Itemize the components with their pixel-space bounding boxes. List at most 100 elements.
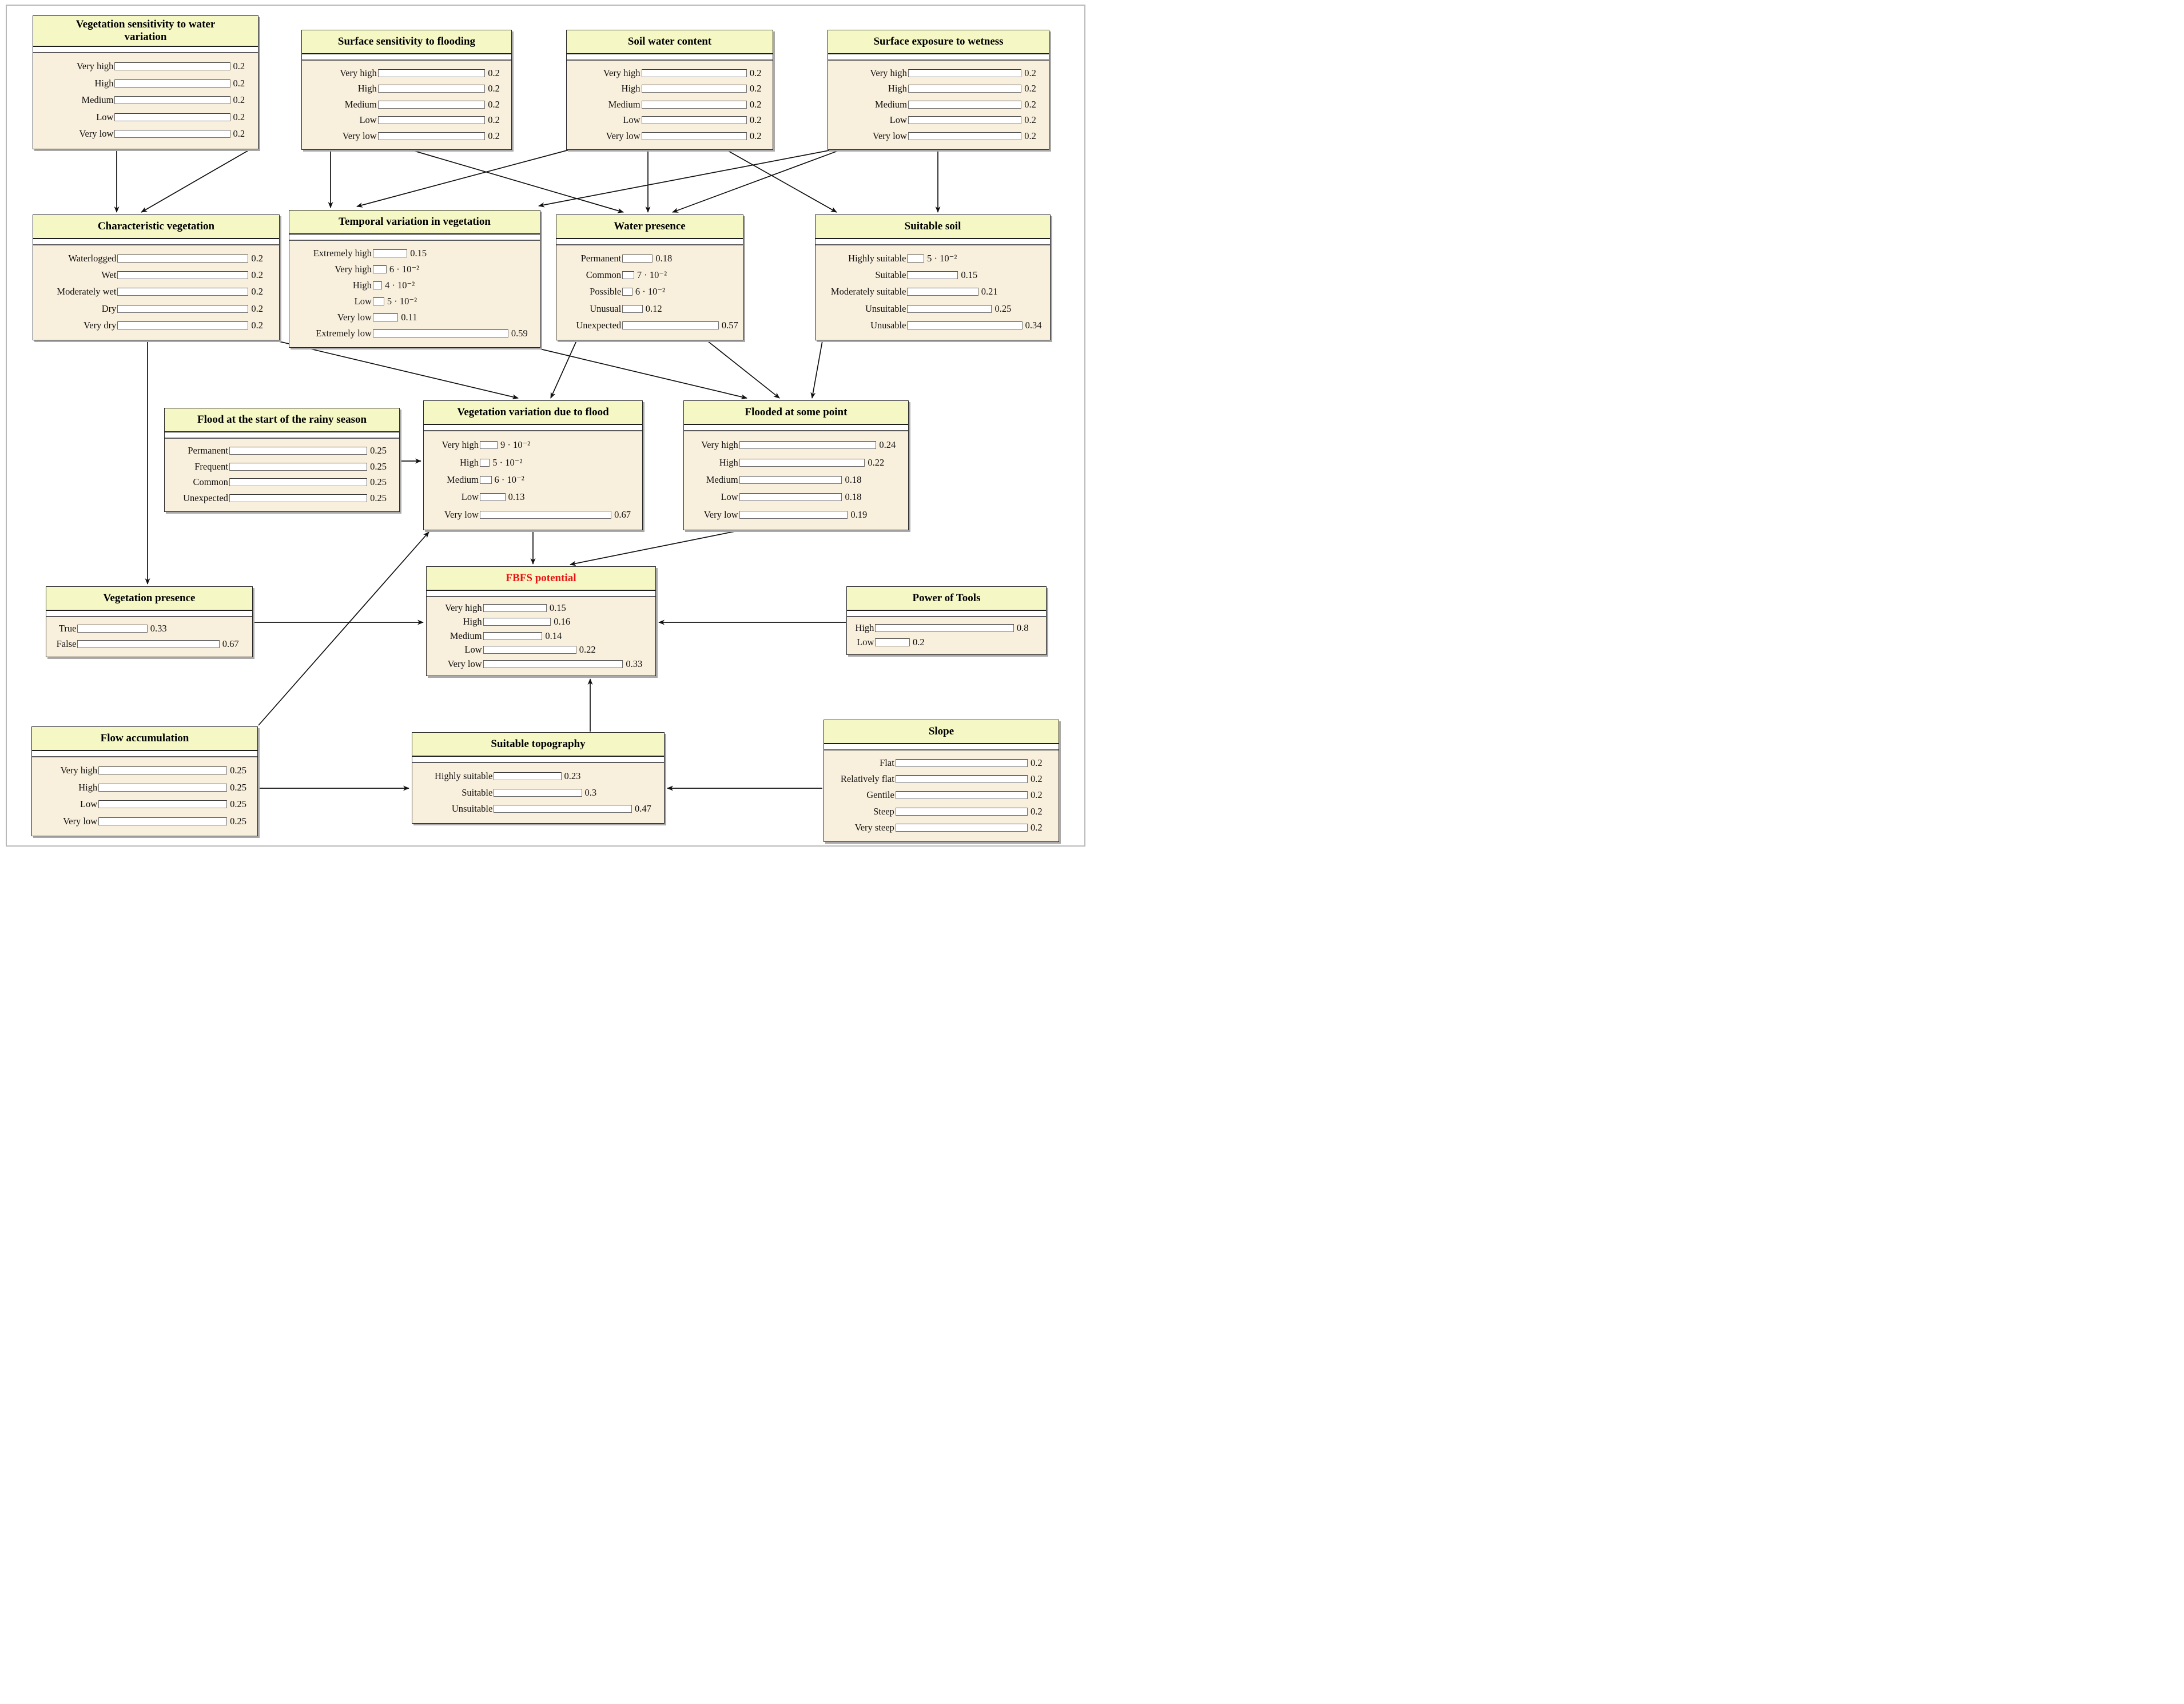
probability-bar xyxy=(494,788,582,797)
probability-bar xyxy=(372,329,508,337)
bar-zone: 0.2 xyxy=(641,67,767,79)
state-label: Unexpected xyxy=(576,319,622,331)
node-divider xyxy=(427,591,655,597)
state-label: True xyxy=(58,623,77,634)
node-header: Suitable topography xyxy=(412,733,664,757)
node-title: Water presence xyxy=(614,220,686,233)
node-surface-sensitivity[interactable]: Surface sensitivity to flooding Very hig… xyxy=(301,30,512,150)
state-label: Low xyxy=(889,114,907,125)
node-divider xyxy=(302,54,511,61)
bar-zone: 0.67 xyxy=(77,638,246,650)
probability-bar xyxy=(895,823,1028,832)
node-header: Temporal variation in vegetation xyxy=(289,210,540,235)
probability-bar xyxy=(483,646,576,654)
probability-value: 5 · 10⁻² xyxy=(492,456,523,468)
bar-zone: 0.18 xyxy=(739,491,902,503)
probability-value: 0.2 xyxy=(488,114,500,125)
state-label: Medium xyxy=(344,98,377,110)
bar-zone: 0.11 xyxy=(372,312,534,323)
bar-zone: 0.25 xyxy=(98,816,252,827)
state-label: Very dry xyxy=(83,319,117,331)
edge-water-presence-to-vegetation-variation-flood xyxy=(550,340,577,399)
state-label: Very low xyxy=(606,130,641,141)
node-divider xyxy=(46,611,252,617)
probability-value: 0.67 xyxy=(222,638,239,649)
state-label: Medium xyxy=(874,98,907,110)
node-divider xyxy=(567,54,773,61)
probability-value: 0.2 xyxy=(488,67,500,78)
bar-zone: 0.18 xyxy=(622,253,737,264)
probability-bar xyxy=(114,62,230,71)
probability-value: 0.2 xyxy=(488,130,500,141)
bar-zone: 0.67 xyxy=(480,509,636,521)
probability-value: 0.15 xyxy=(549,602,566,613)
state-label: Relatively flat xyxy=(840,773,894,785)
node-flood-start-rainy-season[interactable]: Flood at the start of the rainy season P… xyxy=(164,408,400,512)
probability-bar xyxy=(908,116,1022,124)
probability-bar xyxy=(641,85,747,93)
probability-bar xyxy=(641,116,747,124)
state-label: Gentile xyxy=(866,789,894,801)
bar-zone: 0.2 xyxy=(377,130,506,142)
state-label: False xyxy=(56,638,77,649)
bar-zone: 0.25 xyxy=(907,303,1044,315)
probability-value: 4 · 10⁻² xyxy=(384,280,415,291)
state-label: Unsuitable xyxy=(865,303,906,314)
node-title: Vegetation presence xyxy=(103,592,196,605)
probability-bar xyxy=(377,85,486,93)
state-label: Highly suitable xyxy=(848,253,906,264)
probability-bar xyxy=(622,271,634,280)
edge-flow-accumulation-to-vegetation-variation-flood xyxy=(258,531,429,726)
probability-value: 0.2 xyxy=(251,319,263,331)
edge-surface-sensitivity-to-characteristic-vegetation xyxy=(141,149,250,213)
node-header: Suitable soil xyxy=(815,215,1050,239)
probability-value: 0.12 xyxy=(645,303,662,314)
probability-value: 0.2 xyxy=(488,98,500,110)
probability-bar xyxy=(908,132,1022,140)
state-label: Very high xyxy=(76,61,114,72)
node-title: Flooded at some point xyxy=(745,406,848,419)
node-title: Temporal variation in vegetation xyxy=(339,216,491,228)
probability-bar xyxy=(494,772,562,780)
state-label: High xyxy=(357,83,377,94)
state-label: High xyxy=(621,83,641,94)
probability-bar xyxy=(98,817,228,825)
state-label: High xyxy=(463,616,482,627)
bar-zone: 5 · 10⁻² xyxy=(907,253,1044,264)
node-veg-sensitivity[interactable]: Vegetation sensitivity to water variatio… xyxy=(33,15,258,149)
node-divider xyxy=(684,425,908,431)
bar-zone: 0.25 xyxy=(98,782,252,793)
node-header: Flow accumulation xyxy=(32,727,257,751)
node-vegetation-variation-flood[interactable]: Vegetation variation due to flood Very h… xyxy=(423,400,643,530)
probability-value: 0.57 xyxy=(721,319,738,331)
node-header: Slope xyxy=(824,720,1059,744)
probability-bar xyxy=(480,441,498,450)
probability-value: 0.2 xyxy=(749,130,762,141)
node-header: Vegetation sensitivity to water variatio… xyxy=(33,16,258,47)
node-header: Power of Tools xyxy=(847,587,1046,611)
node-temporal-variation[interactable]: Temporal variation in vegetation Extreme… xyxy=(289,210,540,348)
node-title: Flow accumulation xyxy=(100,732,189,745)
node-title: Suitable soil xyxy=(904,220,961,233)
state-label: Unusable xyxy=(870,319,906,331)
bar-zone: 0.59 xyxy=(372,328,534,339)
probability-value: 0.15 xyxy=(961,269,978,281)
